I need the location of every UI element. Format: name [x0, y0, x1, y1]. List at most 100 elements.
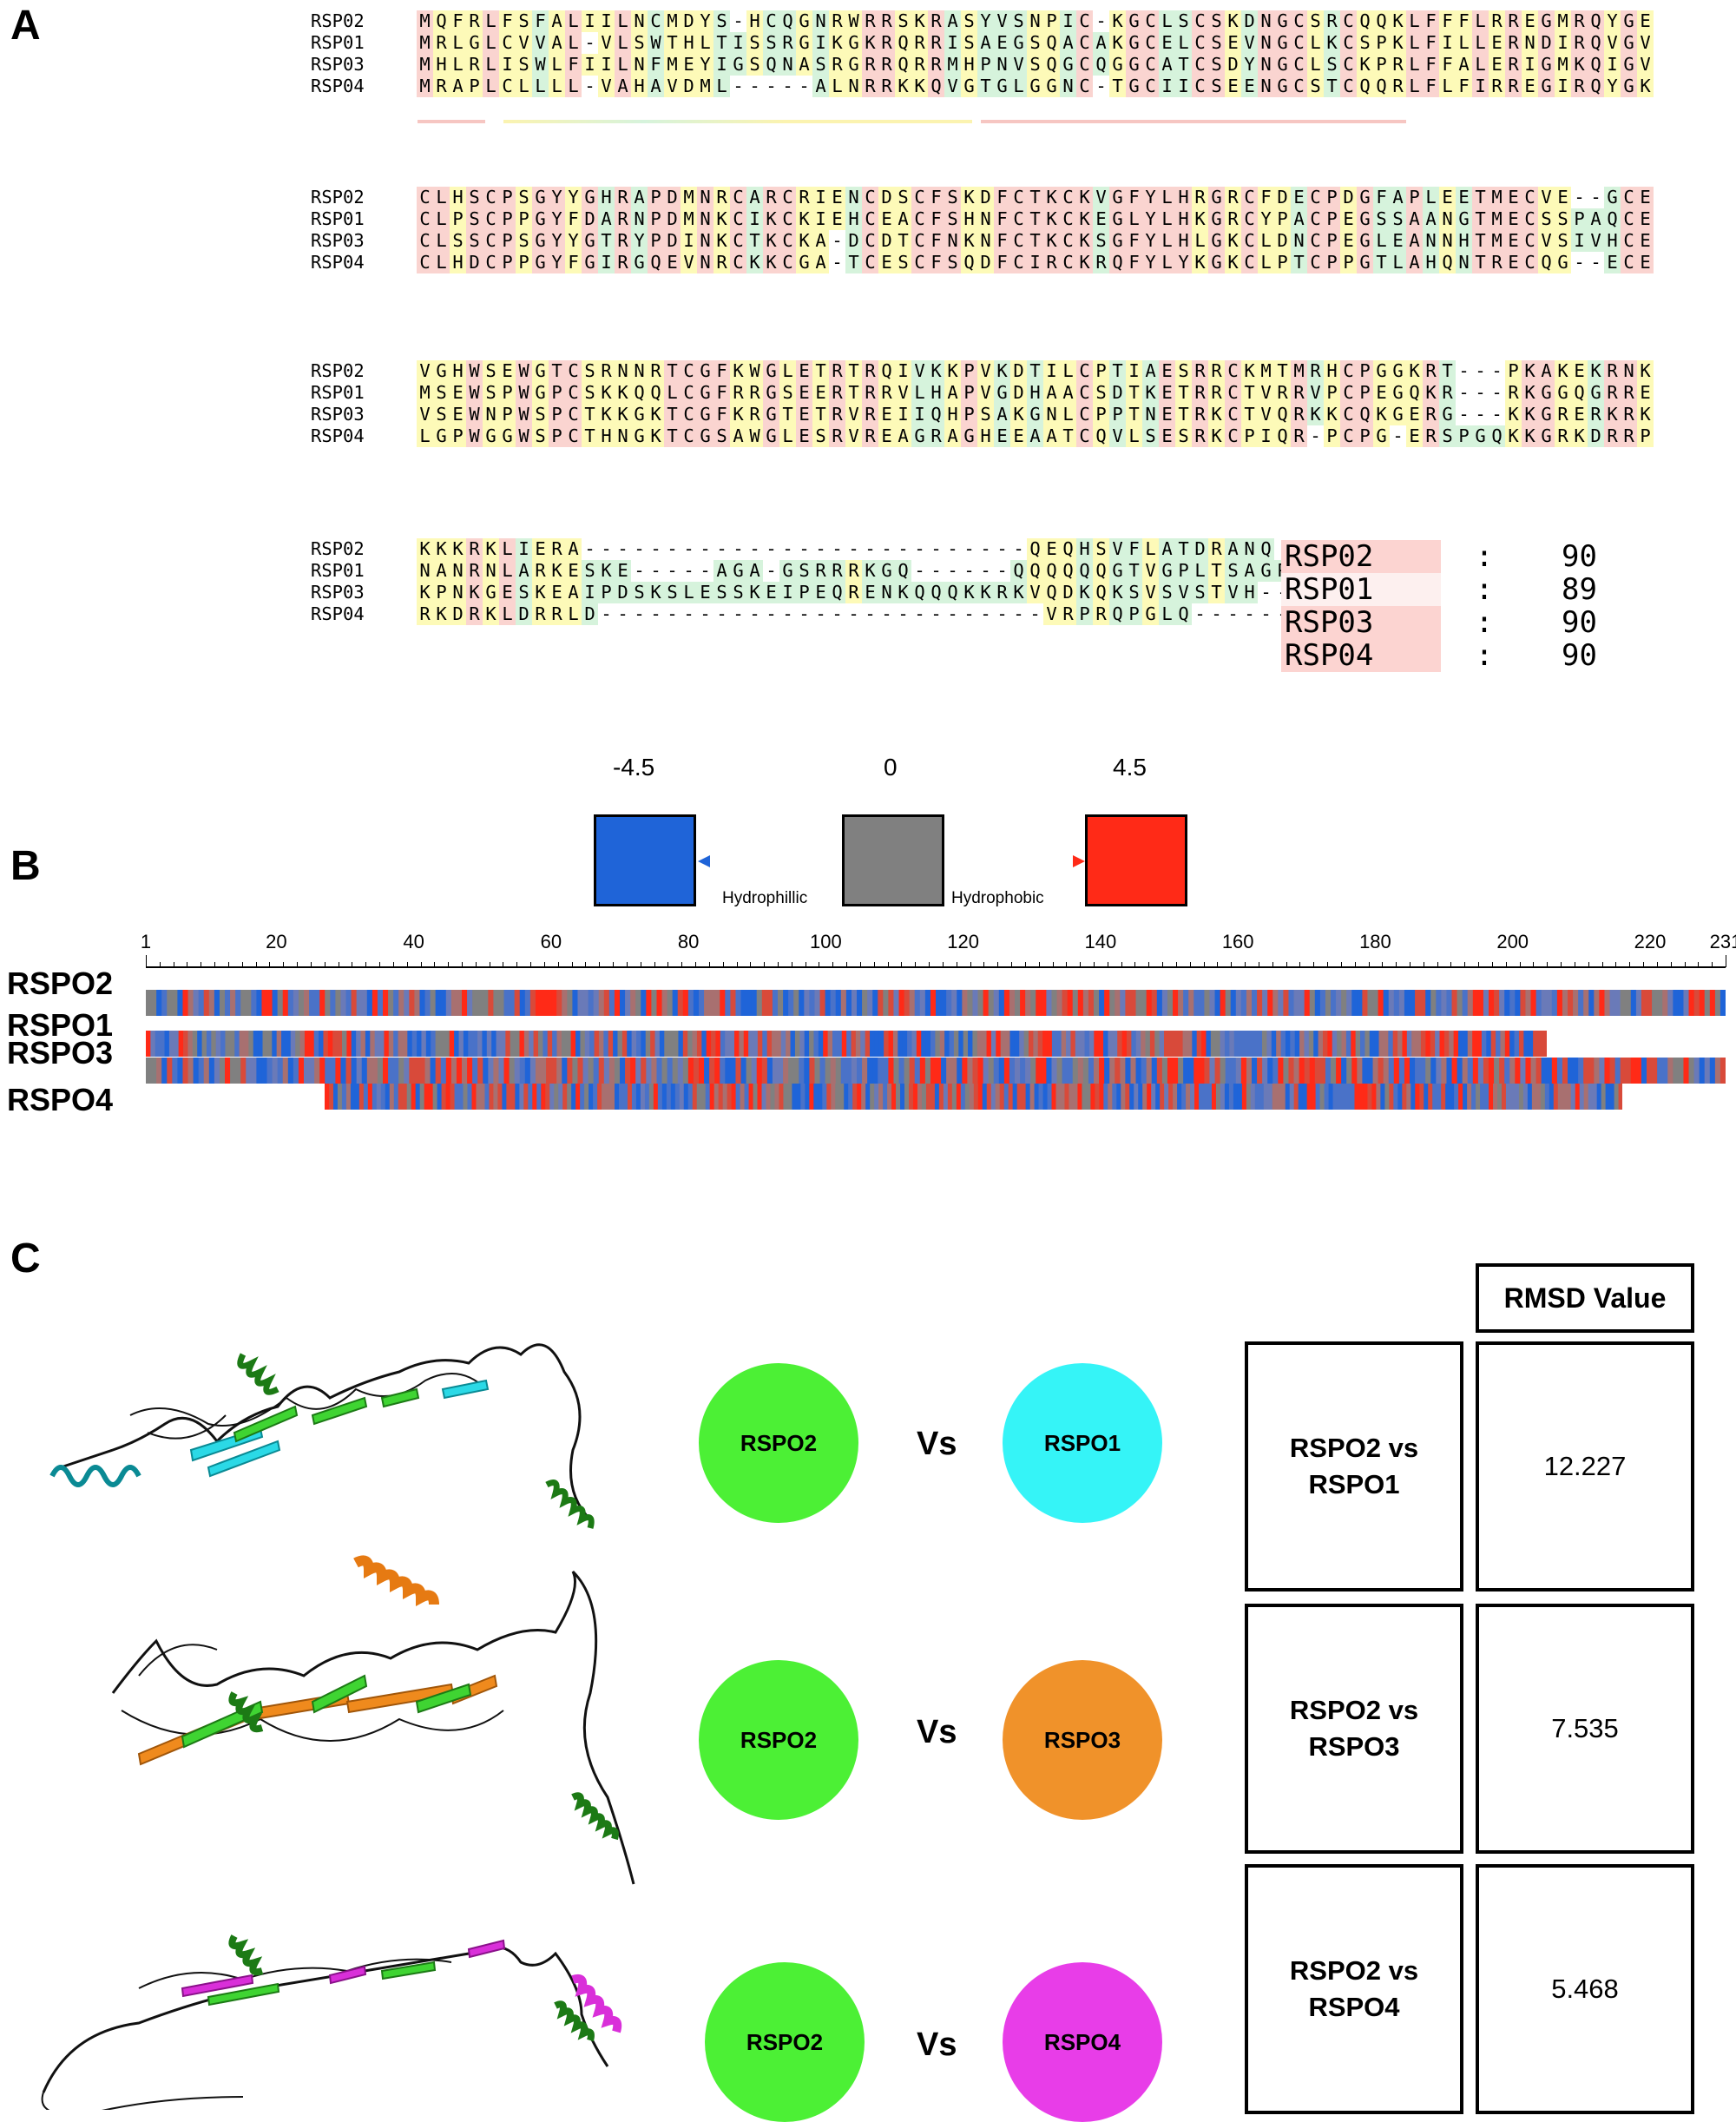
- hydropathy-segment: [1446, 990, 1453, 1016]
- hydropathy-segment: [977, 1058, 984, 1084]
- hydropathy-segment: [883, 990, 889, 1016]
- hydropathy-segment: [360, 1031, 366, 1057]
- hydropathy-segment: [462, 990, 468, 1016]
- hydropathy-segment: [1141, 990, 1147, 1016]
- hydropathy-segment: [751, 990, 758, 1016]
- hydropathy-segment: [1601, 1084, 1606, 1110]
- ruler-tick: [214, 962, 216, 967]
- hydropathy-segment: [1220, 1084, 1226, 1110]
- hydropathy-segment: [1527, 1084, 1533, 1110]
- hydropathy-segment: [1678, 1058, 1685, 1084]
- hydropathy-segment: [1283, 990, 1290, 1016]
- hydropathy-segment: [1029, 1084, 1035, 1110]
- hydropathy-segment: [151, 990, 157, 1016]
- hydropathy-segment: [1311, 1084, 1316, 1110]
- hydropathy-segment: [831, 1084, 836, 1110]
- hydropathy-segment: [203, 990, 210, 1016]
- hydropathy-segment: [893, 990, 900, 1016]
- hydropathy-segment: [946, 990, 952, 1016]
- hydropathy-segment: [748, 1084, 753, 1110]
- hydropathy-segment: [1151, 1058, 1158, 1084]
- sequence-name: RSP02: [311, 360, 365, 381]
- hydropathy-segment: [761, 1058, 768, 1084]
- hydropathy-segment: [1420, 990, 1426, 1016]
- hydropathy-segment: [1220, 1031, 1226, 1057]
- hydropathy-segment: [266, 1058, 273, 1084]
- hydropathy-segment: [515, 1031, 521, 1057]
- hydropathy-segment: [256, 990, 263, 1016]
- hydropathy-segment: [1562, 1058, 1568, 1084]
- hydropathy-segment: [1250, 1084, 1256, 1110]
- hydropathy-segment: [1683, 990, 1690, 1016]
- hydropathy-segment: [477, 990, 483, 1016]
- track-label: RSPO3: [7, 1035, 114, 1071]
- hydropathy-segment: [700, 1084, 707, 1110]
- hydropathy-segment: [1154, 1084, 1161, 1110]
- hydropathy-segment: [1488, 1084, 1494, 1110]
- hydropathy-segment: [389, 1084, 395, 1110]
- hydropathy-segment: [1380, 1084, 1385, 1110]
- hydropathy-segment: [1288, 990, 1295, 1016]
- hydropathy-segment: [1410, 1084, 1416, 1110]
- hydropathy-segment: [819, 990, 826, 1016]
- hydropathy-segment: [999, 1084, 1005, 1110]
- hydropathy-segment: [674, 1084, 681, 1110]
- hydropathy-segment: [1204, 1058, 1211, 1084]
- identity-score-table: RSP02 : 90 RSP01 : 89 RSP03 : 90 RSP04 :…: [1281, 540, 1597, 672]
- vs-label: Vs: [917, 2026, 957, 2063]
- hydropathy-segment: [1064, 1084, 1069, 1110]
- hydropathy-segment: [503, 990, 510, 1016]
- hydropathy-segment: [827, 1031, 833, 1057]
- ruler-tick: [997, 962, 999, 967]
- hydropathy-segment: [1618, 1084, 1623, 1110]
- hydropathy-segment: [794, 1031, 800, 1057]
- hydropathy-segment: [556, 1058, 562, 1084]
- hydropathy-segment: [219, 1058, 226, 1084]
- sequence-name: RSP02: [311, 538, 365, 559]
- hydropathy-segment: [1188, 1058, 1194, 1084]
- hydropathy-segment: [814, 990, 821, 1016]
- hydropathy-segment: [256, 1058, 263, 1084]
- hydropathy-segment: [1364, 1031, 1371, 1057]
- hydropathy-segment: [1178, 1058, 1184, 1084]
- hydropathy-segment: [938, 1084, 944, 1110]
- hydropathy-segment: [603, 990, 610, 1016]
- hydropathy-segment: [529, 990, 536, 1016]
- hydropathy-segment: [1214, 1058, 1221, 1084]
- hydropathy-segment: [261, 1058, 268, 1084]
- legend-arrows: [698, 855, 1085, 867]
- hydropathy-segment: [1290, 1031, 1296, 1057]
- hydropathy-segment: [1477, 1058, 1484, 1084]
- hydropathy-segment: [1135, 1058, 1142, 1084]
- hydropathy-segment: [761, 1084, 766, 1110]
- hydropathy-segment: [799, 990, 805, 1016]
- hydropathy-segment: [1514, 1031, 1520, 1057]
- pair-line-2: RSPO3: [1308, 1731, 1400, 1762]
- ruler-tick: [1245, 962, 1246, 967]
- hydropathy-segment: [187, 990, 194, 1016]
- hydropathy-segment: [925, 1084, 931, 1110]
- hydropathy-segment: [757, 1031, 763, 1057]
- hydropathy-segment: [1345, 1031, 1351, 1057]
- hydropathy-segment: [463, 1031, 469, 1057]
- hydropathy-segment: [936, 990, 942, 1016]
- hydropathy-segment: [1378, 1031, 1384, 1057]
- ruler-tick: [1547, 962, 1549, 967]
- hydropathy-segment: [1215, 1031, 1221, 1057]
- hydropathy-segment: [804, 1031, 810, 1057]
- hydropathy-segment: [1509, 1084, 1516, 1110]
- hydropathy-segment: [146, 1058, 152, 1084]
- score-separator: :: [1475, 638, 1494, 673]
- hydropathy-segment: [377, 1058, 384, 1084]
- hydropathy-segment: [814, 1058, 821, 1084]
- hydropathy-segment: [161, 990, 168, 1016]
- hydropathy-segment: [731, 1084, 736, 1110]
- hydropathy-segment: [867, 990, 873, 1016]
- hydropathy-segment: [372, 1084, 378, 1110]
- sequence-name: RSP03: [311, 404, 365, 425]
- hydropathy-segment: [1472, 1058, 1479, 1084]
- hydropathy-segment: [1406, 1031, 1412, 1057]
- hydropathy-segment: [1562, 1084, 1568, 1110]
- hydropathy-segment: [1416, 1031, 1422, 1057]
